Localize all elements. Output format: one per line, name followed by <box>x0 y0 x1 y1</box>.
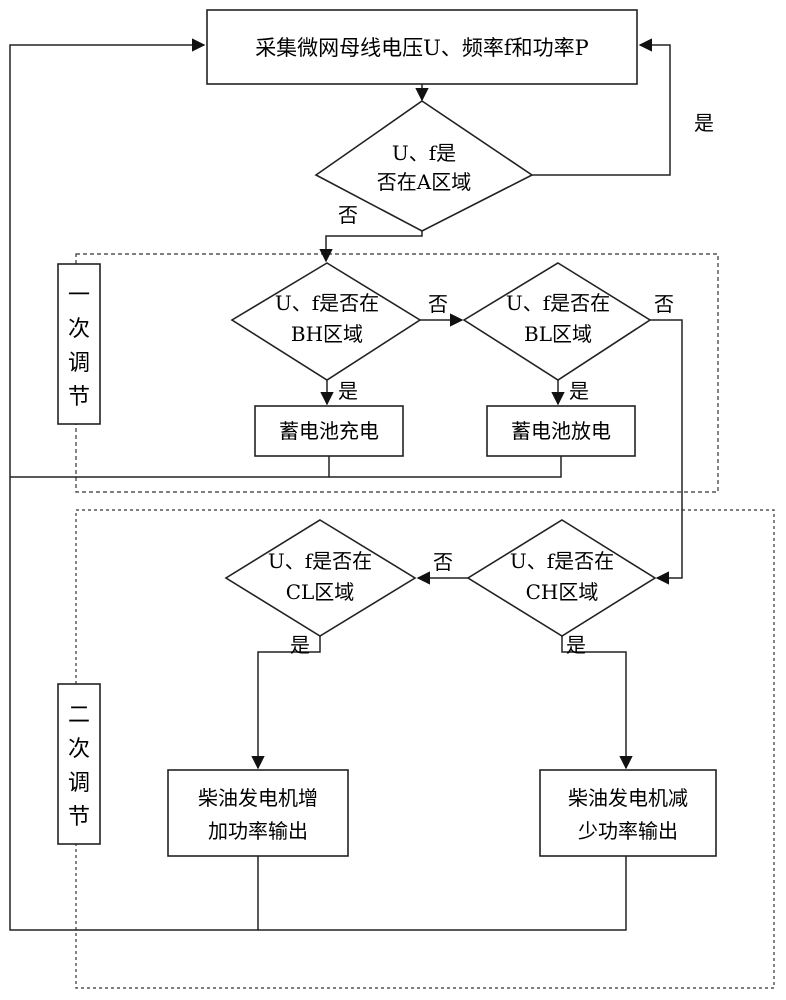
label-bl-no: 否 <box>654 292 674 316</box>
diesel-increase-line2: 加功率输出 <box>208 819 308 843</box>
label-bl-yes: 是 <box>569 379 589 403</box>
label-a-no: 否 <box>338 203 358 227</box>
check-ch-diamond <box>466 519 657 637</box>
check-bl-line2: BL区域 <box>524 322 592 346</box>
check-cl-line1: U、f是否在 <box>268 549 372 573</box>
label-bh-yes: 是 <box>338 379 358 403</box>
check-bh-line1: U、f是否在 <box>275 291 379 315</box>
arrow-a-yes-loop <box>532 38 671 176</box>
primary-regulation-label-box <box>57 263 101 425</box>
collect-data-text: 采集微网母线电压U、频率f和功率P <box>255 36 589 60</box>
battery-discharge-box <box>486 405 636 457</box>
arrow-ch-yes-to-diesel-down <box>561 636 633 770</box>
secondary-label-char-3: 调 <box>68 771 90 796</box>
secondary-label-char-1: 二 <box>68 703 90 728</box>
feedback-charge-join <box>10 456 330 478</box>
label-cl-yes: 是 <box>290 633 310 657</box>
check-a-line1: U、f是 <box>392 141 456 165</box>
arrow-bl-no-to-ch <box>650 319 683 585</box>
diesel-increase-line1: 柴油发电机增 <box>198 786 318 810</box>
arrow-cl-yes-to-diesel-up <box>251 636 321 770</box>
check-cl-diamond <box>224 519 417 637</box>
primary-label-char-1: 一 <box>68 283 90 308</box>
secondary-label-char-2: 次 <box>68 737 90 762</box>
diesel-decrease-line1: 柴油发电机减 <box>568 786 688 810</box>
check-bh-line2: BH区域 <box>291 322 363 346</box>
primary-label-char-4: 节 <box>68 385 90 410</box>
label-bh-no: 否 <box>428 292 448 316</box>
feedback-diesel-up-to-collect <box>9 38 259 931</box>
label-ch-no: 否 <box>433 550 453 574</box>
check-ch-line2: CH区域 <box>526 580 599 604</box>
check-ch-line1: U、f是否在 <box>510 549 614 573</box>
check-bl-line1: U、f是否在 <box>506 291 610 315</box>
secondary-label-char-4: 节 <box>68 805 90 830</box>
secondary-regulation-label-box <box>57 683 101 845</box>
feedback-diesel-down-join <box>258 856 627 931</box>
feedback-discharge-join <box>329 456 562 478</box>
check-cl-line2: CL区域 <box>286 580 355 604</box>
primary-label-char-3: 调 <box>68 351 90 376</box>
label-a-yes: 是 <box>694 111 714 135</box>
secondary-regulation-frame <box>75 509 775 989</box>
check-a-line2: 否在A区域 <box>377 170 471 194</box>
primary-label-char-2: 次 <box>68 317 90 342</box>
diesel-decrease-box <box>539 769 717 857</box>
battery-charge-text: 蓄电池充电 <box>279 419 379 443</box>
arrow-a-no-to-bh <box>319 231 423 263</box>
diesel-decrease-line2: 少功率输出 <box>578 819 678 843</box>
battery-discharge-text: 蓄电池放电 <box>511 419 611 443</box>
label-ch-yes: 是 <box>566 633 586 657</box>
diesel-increase-box <box>167 769 349 857</box>
